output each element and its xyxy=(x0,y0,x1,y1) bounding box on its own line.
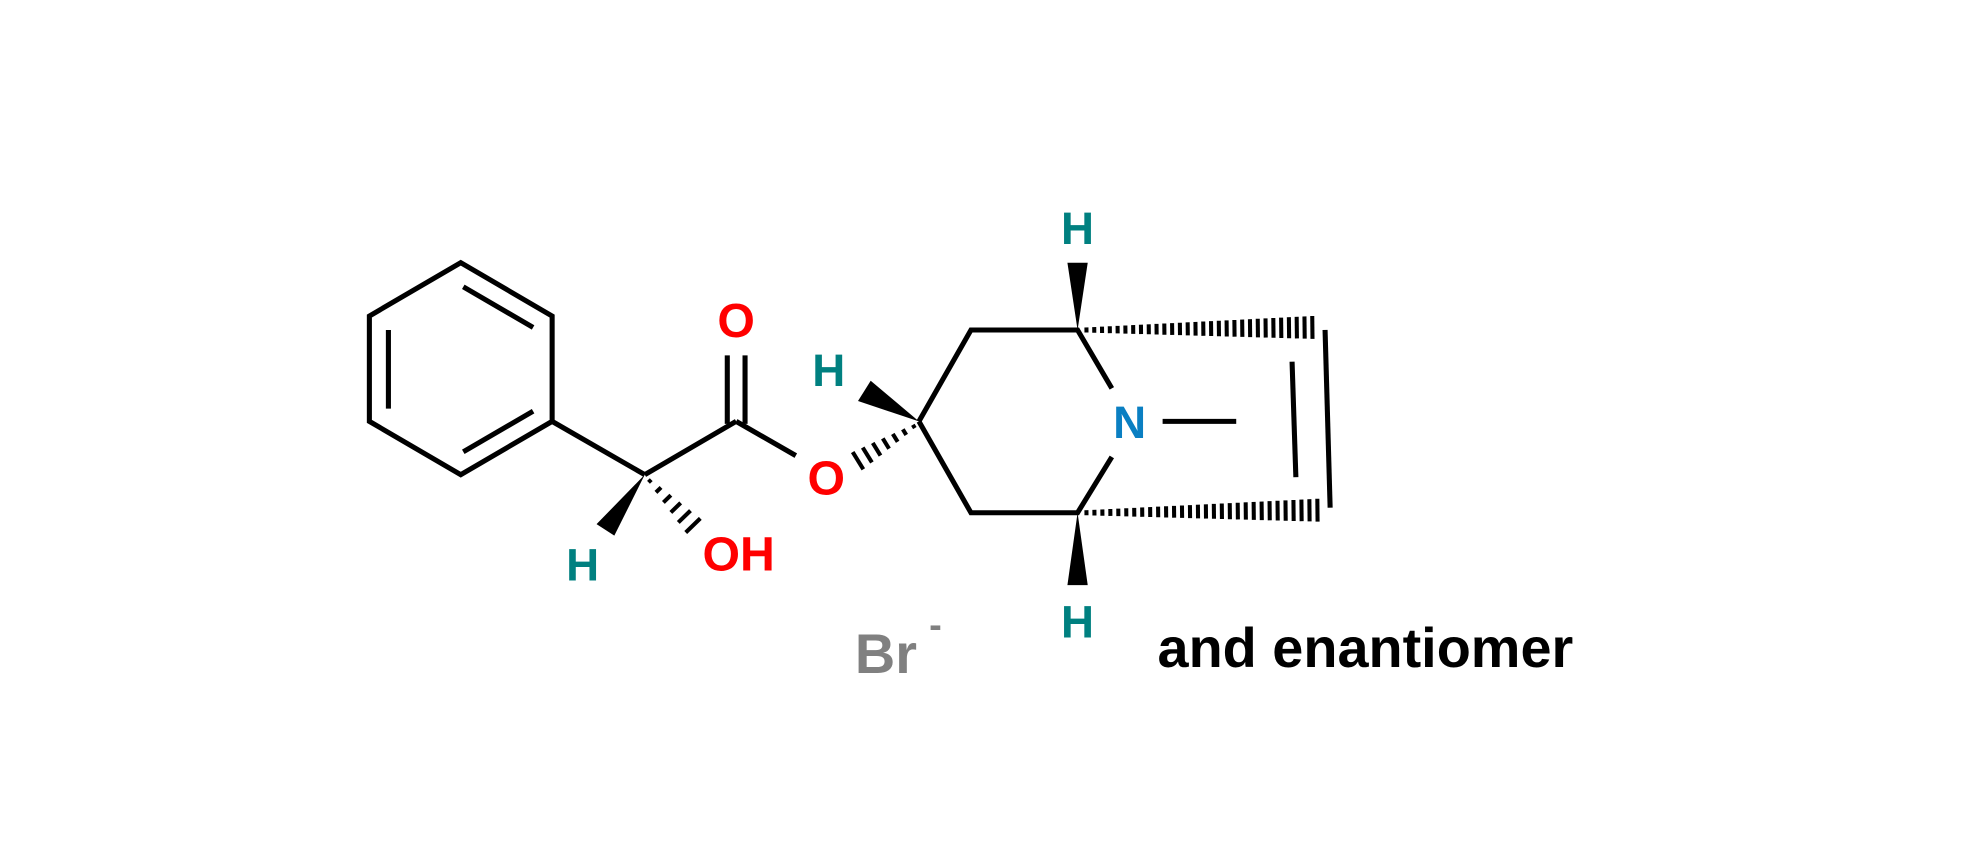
hashed-bond-c3-o-hash xyxy=(911,423,917,430)
hashed-bond-alpha-oh-hash xyxy=(676,509,692,524)
atom-hydroxyl: OH xyxy=(703,528,775,582)
wedge-bond-alpha-h xyxy=(596,474,645,536)
hashed-bond-c3-o-hash xyxy=(850,450,866,471)
hashed-bond-c3-o-hash xyxy=(891,432,900,443)
alkene-bond-inner xyxy=(1289,361,1299,478)
bond-alpha-carbonyl xyxy=(643,419,738,477)
hashed-bond-c3-o-hash xyxy=(901,428,908,437)
atom-ester-oxygen: O xyxy=(808,451,846,505)
wedge-bond-top-h xyxy=(1067,262,1088,330)
hashed-bond-alpha-oh-hash xyxy=(684,516,702,534)
hashed-bond-c3-o-hash xyxy=(881,437,891,450)
hashed-bond-alpha-oh-hash xyxy=(647,478,653,484)
enantiomer-note: and enantiomer xyxy=(1158,616,1574,679)
hashed-bonds xyxy=(647,316,1320,534)
bond-carbonyl-ester-o xyxy=(734,419,798,458)
tropane-ring xyxy=(916,327,1333,516)
wedge-bond-c3-h xyxy=(858,380,919,422)
atom-nitrogen: N xyxy=(1113,397,1146,448)
hashed-bond-c3-o-hash xyxy=(871,441,883,457)
atom-carbonyl-oxygen: O xyxy=(717,294,755,348)
wedge-bond-bottom-h xyxy=(1067,512,1088,586)
hashed-bond-alpha-oh-hash xyxy=(669,501,683,514)
benzene-ring xyxy=(366,259,555,478)
counterion-symbol: Br xyxy=(855,622,917,685)
counterion-charge: - xyxy=(929,605,942,647)
bond-phenyl-alpha xyxy=(550,419,647,477)
atom-h-alpha: H xyxy=(566,539,599,590)
atom-h-bridgehead-bottom: H xyxy=(1061,596,1094,647)
hashed-bond-c3-o-hash xyxy=(860,446,874,464)
counterion: Br - xyxy=(855,605,942,685)
hashed-bond-alpha-oh-hash xyxy=(654,485,663,494)
hashed-bond-alpha-oh-hash xyxy=(661,493,673,504)
alkene-bond-outer xyxy=(1322,329,1333,508)
atom-h-bridgehead-top: H xyxy=(1061,203,1094,254)
atom-h-c3: H xyxy=(812,345,845,396)
